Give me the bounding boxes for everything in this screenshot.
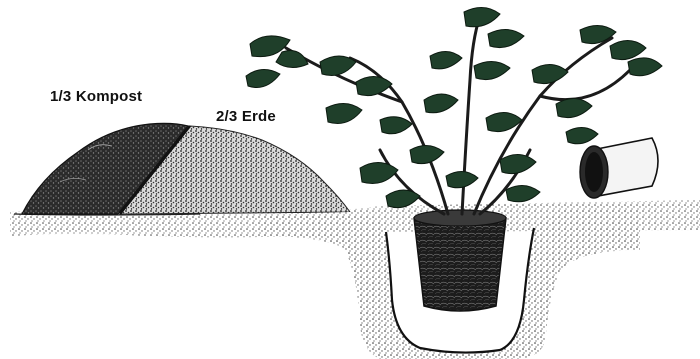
empty-pot <box>580 138 658 198</box>
pot-rootball <box>414 210 506 311</box>
compost-label: 1/3 Kompost <box>50 88 142 105</box>
soil-label: 2/3 Erde <box>216 108 276 125</box>
